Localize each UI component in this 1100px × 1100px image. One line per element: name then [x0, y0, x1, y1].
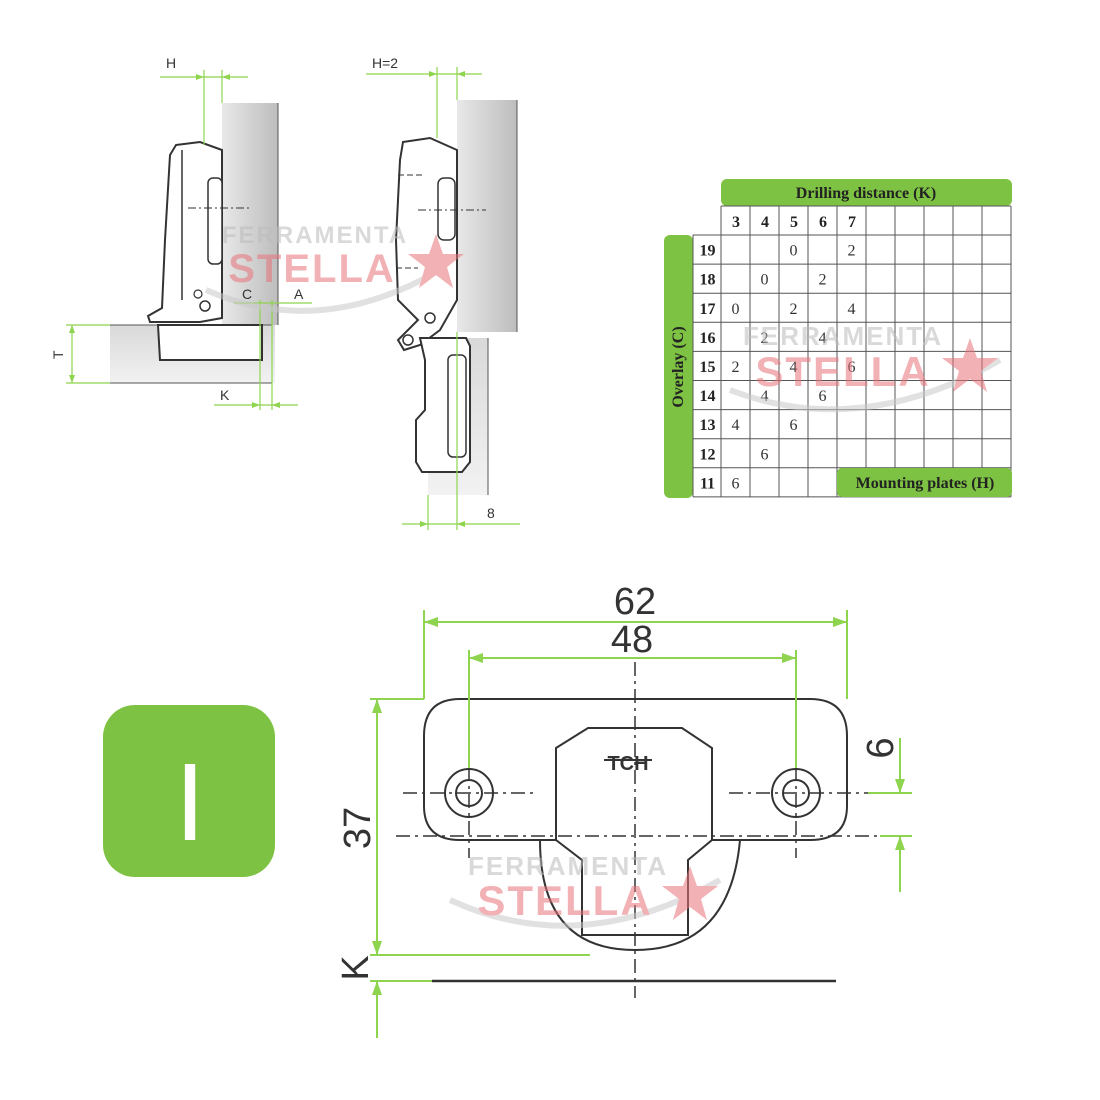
watermark-top-left: FERRAMENTA STELLA: [204, 222, 464, 314]
table-cell: 6: [761, 446, 769, 463]
mounting-plate-top-view: TCH 62 48 37: [335, 581, 912, 1038]
row-header: 17: [700, 301, 716, 318]
svg-text:STELLA: STELLA: [228, 247, 396, 291]
label-8: 8: [487, 505, 495, 521]
col-header-5: 5: [790, 214, 798, 231]
table-cell: 0: [790, 243, 798, 260]
label-c: C: [242, 286, 252, 302]
table-cell: 2: [848, 243, 856, 260]
row-header: 15: [700, 359, 716, 376]
table-cell: 4: [732, 417, 740, 434]
table-cell: 4: [819, 330, 827, 347]
row-header: 19: [700, 243, 716, 260]
plate-brand: TCH: [607, 753, 648, 775]
svg-text:FERRAMENTA: FERRAMENTA: [743, 321, 943, 351]
table-cell: 4: [761, 388, 769, 405]
overlay-title: Overlay (C): [670, 326, 687, 407]
overlay-side-bar: [664, 235, 693, 498]
mounting-plates-title: Mounting plates (H): [856, 475, 995, 492]
star-icon: [942, 338, 998, 392]
table-cell: 0: [761, 272, 769, 289]
drilling-header-bar: [721, 179, 1012, 206]
col-header-4: 4: [761, 214, 769, 231]
row-header: 12: [700, 446, 716, 463]
col-header-7: 7: [848, 214, 856, 231]
table-cell: 6: [848, 359, 856, 376]
table-cell: 2: [732, 359, 740, 376]
table-cell: 4: [790, 359, 798, 376]
drilling-table: Drilling distance (K) Overlay (C) Mounti…: [664, 179, 1012, 498]
hinge-side-view-right: H=2 8: [366, 55, 520, 530]
row-header: 13: [700, 417, 716, 434]
row-header: 18: [700, 272, 716, 289]
label-h2: H=2: [372, 55, 398, 71]
table-cell: 0: [732, 301, 740, 318]
dim-62: 62: [614, 581, 656, 623]
watermark-plate: FERRAMENTA STELLA: [448, 851, 722, 929]
category-badge: I: [103, 705, 275, 877]
table-body: 19 0 2 18 0 2 17 0 2 4 16 2 4 15 2 4 6 14 4 6 13 4 6 12 6 11 6: [700, 243, 856, 493]
svg-text:FERRAMENTA: FERRAMENTA: [468, 851, 668, 881]
svg-text:STELLA: STELLA: [755, 348, 930, 395]
col-header-6: 6: [819, 214, 827, 231]
drilling-distance-title: Drilling distance (K): [796, 185, 936, 202]
hinge-arm: [146, 140, 223, 323]
svg-text:FERRAMENTA: FERRAMENTA: [222, 222, 408, 249]
table-cell: 6: [819, 388, 827, 405]
row-header: 16: [700, 330, 716, 347]
dim-6: 6: [860, 737, 902, 758]
row-header: 11: [700, 475, 715, 492]
dim-37: 37: [337, 807, 379, 849]
star-icon: [662, 866, 718, 920]
dim-k: K: [335, 955, 377, 980]
label-h: H: [166, 55, 176, 71]
table-cell: 4: [848, 301, 856, 318]
table-cell: 6: [790, 417, 798, 434]
table-cell: 6: [732, 475, 740, 492]
door-panel-2: [457, 100, 517, 332]
label-k: K: [220, 387, 230, 403]
table-cell: 2: [761, 330, 769, 347]
mounting-plates-bar: [837, 468, 1012, 497]
svg-text:STELLA: STELLA: [477, 877, 652, 924]
mounting-plate: [156, 324, 263, 361]
label-a: A: [294, 286, 304, 302]
badge-letter: I: [175, 741, 206, 864]
watermark-table: FERRAMENTA STELLA: [728, 321, 1002, 413]
dim-48: 48: [611, 619, 653, 661]
label-t: T: [50, 350, 66, 359]
table-cell: 2: [819, 272, 827, 289]
star-icon: [408, 234, 464, 288]
table-cell: 2: [790, 301, 798, 318]
door-panel: [222, 103, 278, 325]
row-header: 14: [700, 388, 716, 405]
hinge-side-view-left: H C A T K: [50, 55, 312, 410]
col-header-3: 3: [732, 214, 740, 231]
